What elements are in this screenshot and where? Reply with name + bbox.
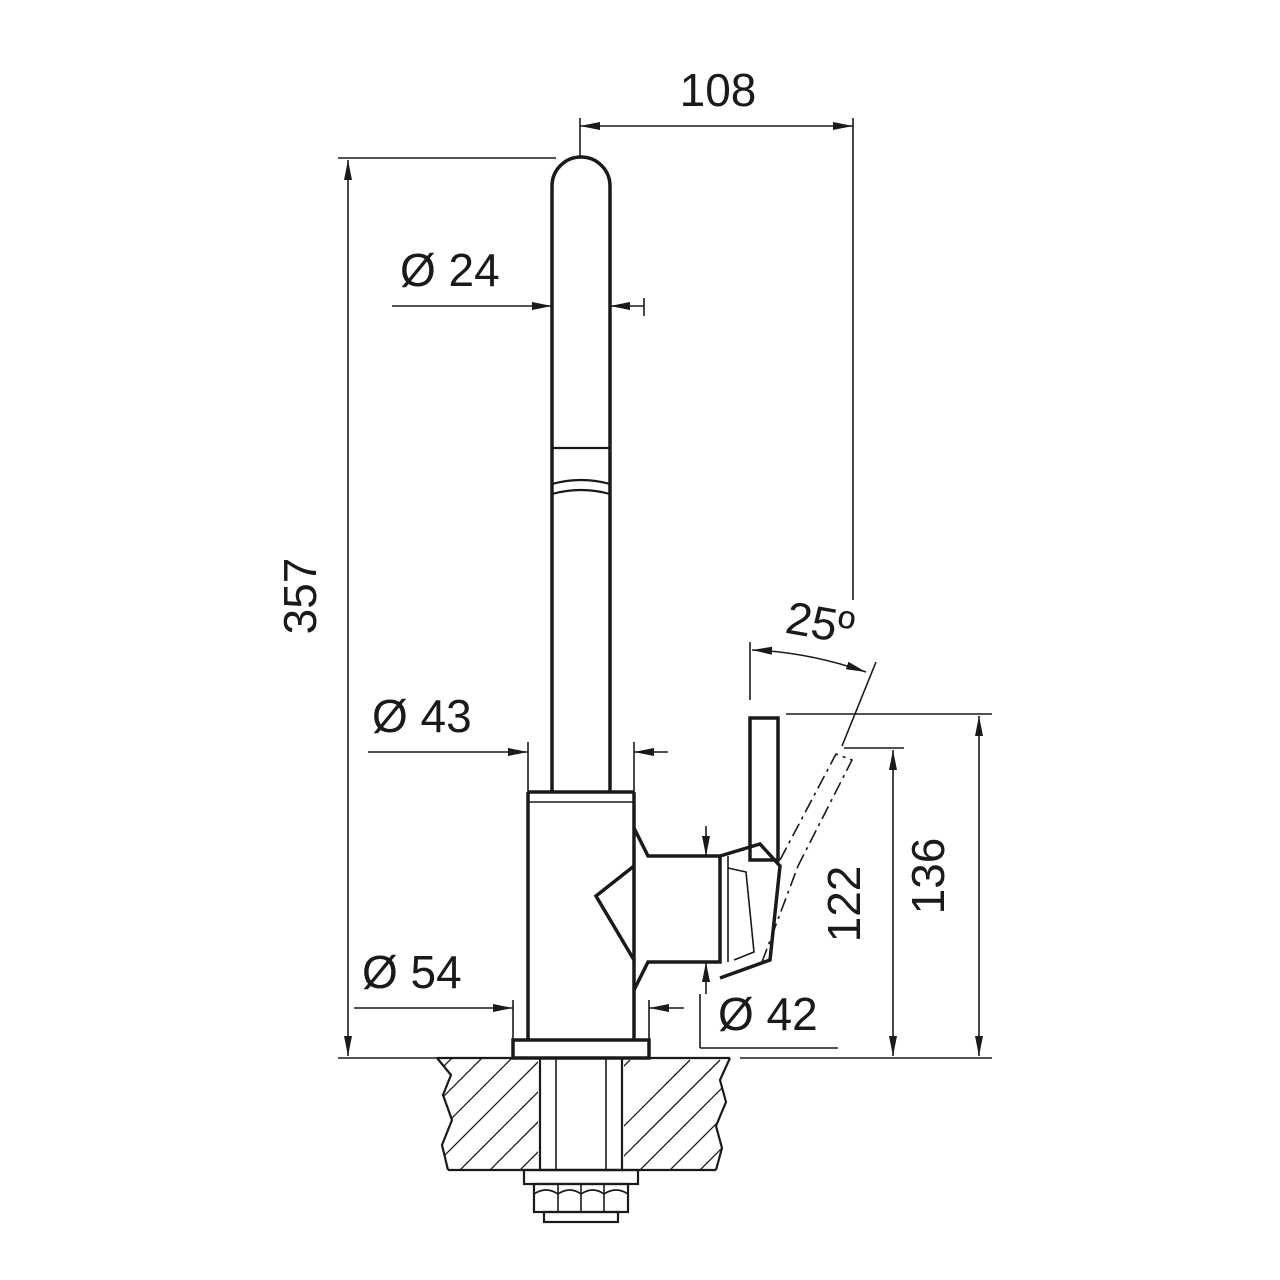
dimension-spout-diameter-label: Ø 24 <box>400 244 500 296</box>
dimension-base-diameter: Ø 54 <box>354 946 684 1040</box>
dimension-base-diameter-label: Ø 54 <box>362 946 462 998</box>
dimension-spout-diameter: Ø 24 <box>392 244 645 316</box>
dimension-reach-label: 108 <box>680 64 757 116</box>
dimension-lever-height-low: 122 <box>740 747 904 1059</box>
dimension-lever-height-high-label: 136 <box>902 838 954 915</box>
lever-handle <box>719 716 854 980</box>
dimension-lever-height-high: 136 <box>786 713 992 1059</box>
dimension-lever-diameter-label: Ø 42 <box>718 988 818 1040</box>
dimension-total-height: 357 <box>274 157 556 1059</box>
dimension-body-diameter-label: Ø 43 <box>372 690 472 742</box>
dimension-lever-height-low-label: 122 <box>818 866 870 943</box>
faucet-body <box>526 790 636 1040</box>
valve-housing <box>593 827 729 991</box>
dimension-reach: 108 <box>579 64 854 600</box>
dimension-total-height-label: 357 <box>274 558 326 635</box>
lever-tilted-position <box>761 753 854 963</box>
dimension-body-diameter: Ø 43 <box>368 690 668 792</box>
dimension-lever-angle: 25º <box>749 591 877 747</box>
dimension-lever-angle-label: 25º <box>782 591 858 654</box>
mounting-nut <box>522 1168 640 1224</box>
spout-ring <box>551 446 611 496</box>
dimension-lever-diameter: Ø 42 <box>696 826 838 1049</box>
base-flange <box>511 1038 651 1060</box>
spout <box>550 155 612 792</box>
